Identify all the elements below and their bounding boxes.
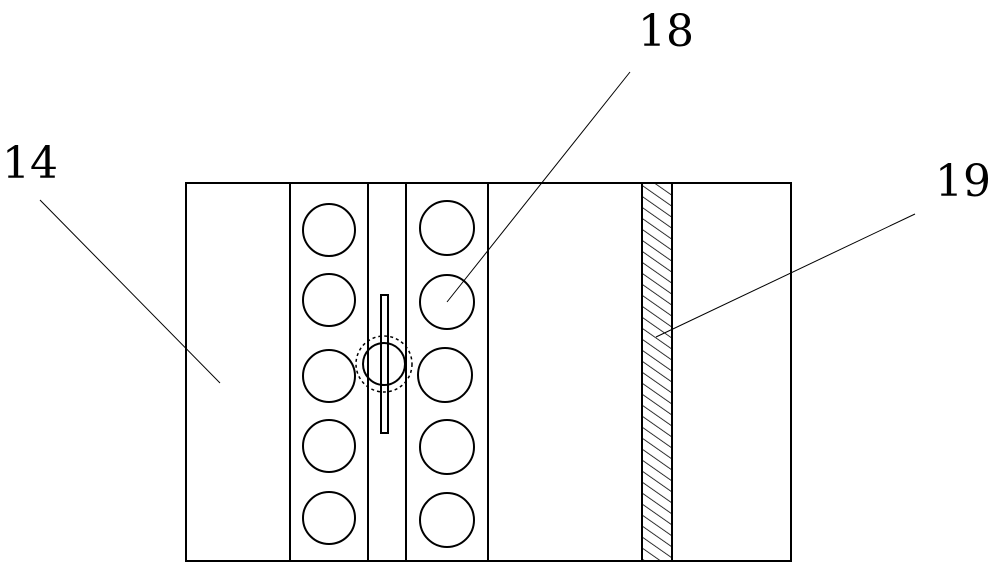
label-19: 19 — [935, 156, 991, 207]
label-14: 14 — [2, 138, 58, 189]
roller — [303, 492, 355, 544]
rotor-dashed-ring — [356, 336, 412, 392]
roller — [303, 420, 355, 472]
roller — [420, 493, 474, 547]
label-18: 18 — [638, 6, 694, 57]
hatched-bar — [642, 183, 672, 561]
center-rotor — [356, 295, 412, 433]
roller — [303, 204, 355, 256]
roller — [420, 201, 474, 255]
rotor-blade — [381, 295, 388, 433]
roller — [303, 274, 355, 326]
roller — [303, 350, 355, 402]
leader-line-18 — [447, 72, 630, 302]
left-rollers — [303, 204, 355, 544]
leader-line-19 — [656, 214, 915, 337]
leader-line-14 — [40, 200, 220, 383]
right-rollers — [418, 201, 474, 547]
rotor-hub — [363, 343, 405, 385]
roller — [420, 420, 474, 474]
left-roller-column — [290, 183, 368, 561]
roller — [418, 348, 472, 402]
